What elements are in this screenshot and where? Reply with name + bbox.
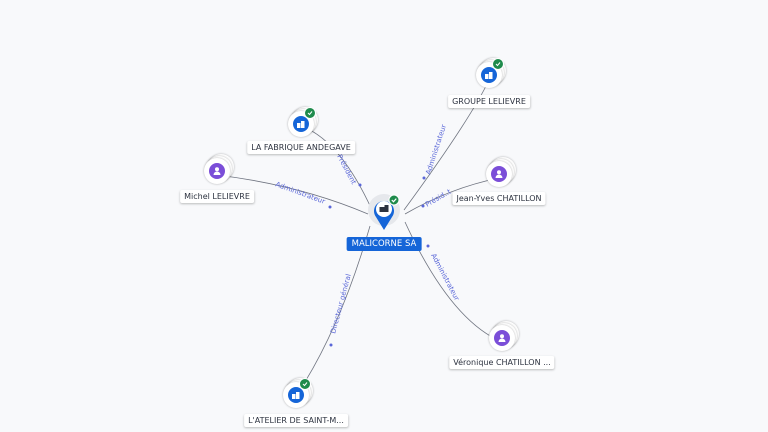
building-icon [288,387,304,403]
node-label-la-fabrique-andegave[interactable]: LA FABRIQUE ANDEGAVE [247,141,355,154]
arrow-jeanyves [421,204,425,208]
node-veronique-chatillon[interactable] [487,321,519,355]
node-label-latelier-de-saint-m[interactable]: L'ATELIER DE SAINT-M... [244,414,348,427]
arrow-veronique [426,244,430,248]
edge-label-michel: Administrateur [274,180,326,205]
node-jean-yves-chatillon[interactable] [484,157,516,191]
building-icon [481,67,497,83]
edge-label-atelier: Directeur général [329,273,353,334]
arrow-groupe [422,176,426,180]
edge-atelier [295,225,371,397]
map-pin-icon [368,194,400,230]
verified-check-icon [304,107,316,119]
node-groupe-lelievre[interactable] [474,58,506,92]
arrow-fabrique [358,183,362,187]
edge-michel [216,174,369,215]
verified-check-icon [492,58,504,70]
node-label-veronique-chatillon[interactable]: Véronique CHATILLON ... [449,356,555,369]
node-label-groupe-lelievre[interactable]: GROUPE LELIEVRE [448,95,530,108]
node-la-fabrique-andegave[interactable] [286,107,318,141]
verified-check-icon [299,378,311,390]
edge-label-veronique: Administrateur [429,252,461,302]
edge-label-jeanyves: Présid..t [424,187,453,208]
node-label-michel-lelievre[interactable]: Michel LELIEVRE [180,190,254,203]
center-node-pin[interactable] [367,192,401,234]
edge-groupe [403,79,490,211]
center-node-label[interactable]: MALICORNE SA [346,237,422,251]
node-latelier-de-saint-m[interactable] [281,378,313,412]
node-label-jean-yves-chatillon[interactable]: Jean-Yves CHATILLON [452,192,546,205]
person-icon [209,163,225,179]
person-icon [494,330,510,346]
arrow-atelier [329,343,333,347]
edge-label-groupe: Administrateur [424,123,448,175]
arrow-michel [328,205,332,209]
building-icon [293,116,309,132]
node-michel-lelievre[interactable] [202,154,234,188]
person-icon [491,166,507,182]
edge-label-fabrique: Président [335,153,358,186]
